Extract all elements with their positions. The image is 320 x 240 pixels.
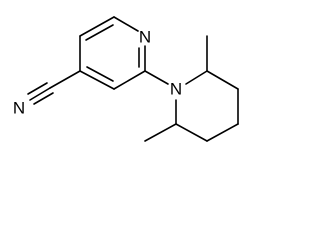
piperidine-nitrogen-label: N [170, 80, 182, 99]
pyridine-nitrogen-label: N [139, 28, 151, 47]
nitrile-nitrogen-label: N [13, 99, 25, 118]
triple-bond-lower [33, 92, 54, 105]
methyl-bond-bottom [144, 123, 177, 142]
triple-bond-center [29, 87, 51, 101]
bond-pn-c2p [185, 70, 208, 85]
bond-c6-c5 [79, 16, 115, 37]
nitrile-group [27, 70, 81, 105]
bond-n1-c6 [113, 16, 139, 32]
bond-c5p-c6p [175, 123, 208, 142]
bond-c2-piperidine-n [144, 70, 169, 85]
piperidine-ring [175, 70, 239, 142]
pyridine-ring [79, 16, 146, 90]
bond-c3-c2 [113, 70, 146, 90]
triple-bond-upper [27, 82, 48, 95]
bond-c4p-c5p [206, 123, 239, 142]
structure-diagram: N N N [13, 16, 239, 142]
bond-c6-c5-inner [85, 24, 114, 41]
bond-c4-c3 [79, 70, 115, 90]
bond-c2p-c3p [206, 70, 239, 90]
bond-c4-c3-inner [86, 66, 114, 82]
bond-c4-cn [49, 70, 81, 89]
